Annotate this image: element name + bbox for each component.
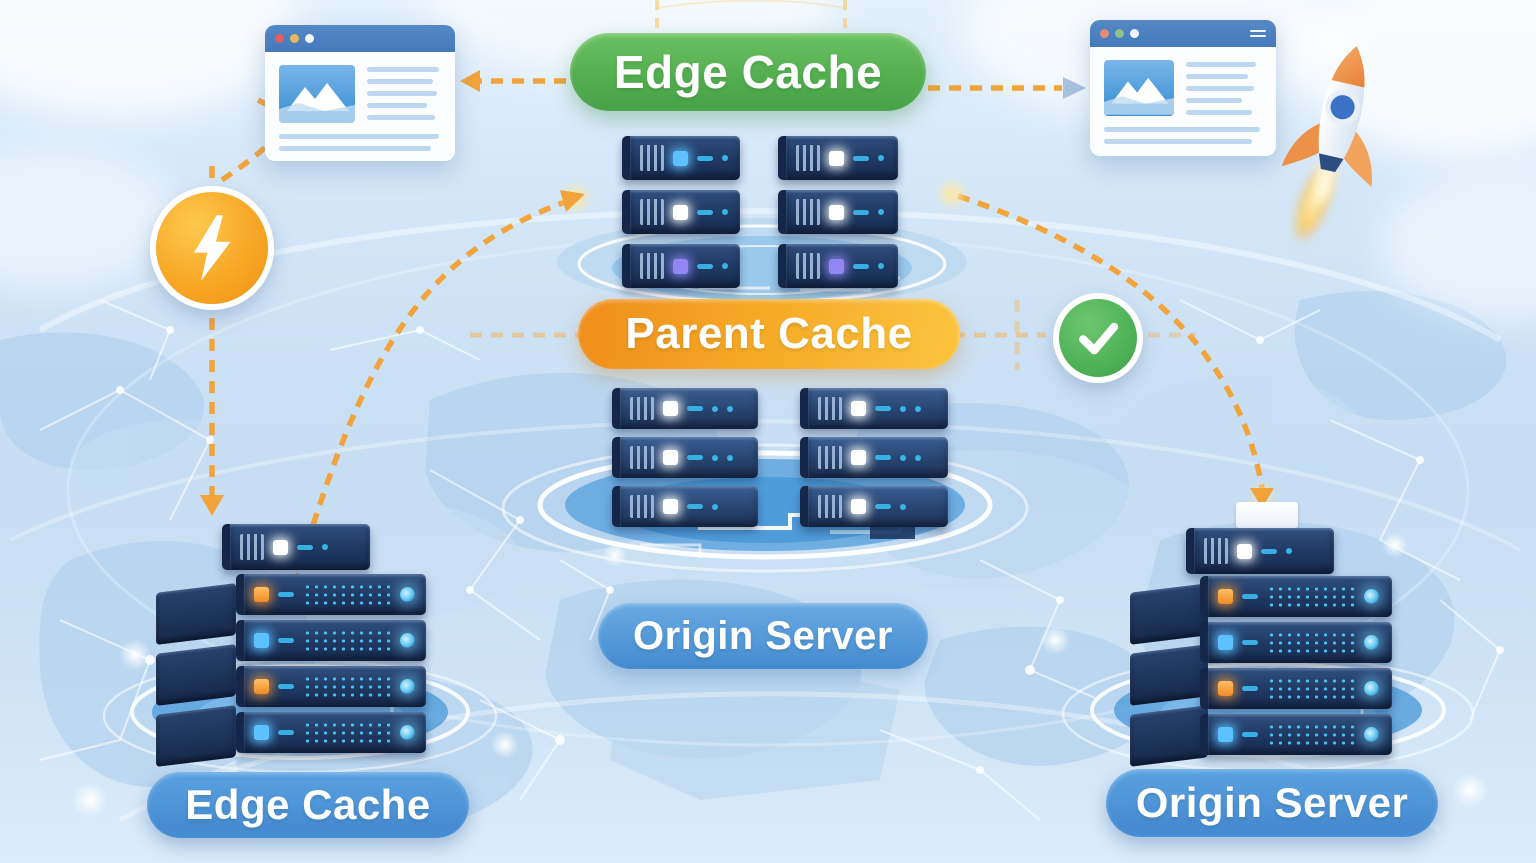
server-led [1218,681,1233,696]
origin-server-pill-bottom: Origin Server [1106,769,1438,837]
led-matrix [303,583,391,606]
network-nodes [116,326,1504,774]
edge-cache-pill-bottom: Edge Cache [147,772,469,838]
edge-cache-pill-top: Edge Cache [570,33,926,111]
server-led [663,499,678,514]
window-dot-yellow [290,34,299,43]
server-led [673,258,688,274]
origin-server-pill-mid: Origin Server [598,603,928,669]
parent-cache-pill: Parent Cache [578,299,960,369]
check-icon [1053,293,1143,383]
window-dot-white [1130,29,1139,38]
browser-window-right-icon [1090,20,1276,156]
menu-lines-icon [1250,30,1266,37]
edge-rack-back-column [156,583,236,767]
server-led [673,150,688,166]
cable-connector [1236,502,1298,528]
browser-titlebar [265,25,455,52]
server-led [254,725,269,740]
parent-cache-server-stack-right [778,136,898,288]
edge-cache-rack [236,574,426,753]
origin-rack-back-column [1130,583,1208,767]
server-led [829,258,844,274]
image-placeholder-icon [279,65,355,123]
server-led [829,204,844,220]
server-led [1218,635,1233,650]
text-lines [279,134,441,151]
server-vent [640,145,664,171]
image-placeholder-icon [1104,60,1174,116]
arrowheads [200,70,1274,516]
server-led [254,633,269,648]
window-dot-red [275,34,284,43]
network-mesh [39,299,1502,821]
server-led [1218,727,1233,742]
server-led [663,401,678,416]
text-lines [367,65,441,123]
server-led [829,150,844,166]
server-led [663,450,678,465]
window-dot-red [1100,29,1109,38]
window-dot-green [1115,29,1124,38]
server-led [1237,543,1252,559]
server-led [254,587,269,602]
text-lines [1104,127,1262,144]
server-led [851,499,866,514]
server-led [673,204,688,220]
window-dot-white [305,34,314,43]
server-led [851,401,866,416]
server-led [273,539,288,555]
edge-rack-top-unit [222,524,370,570]
origin-rack-top-unit [1186,528,1334,574]
text-lines [1186,60,1262,116]
server-led [254,679,269,694]
browser-window-left-icon [265,25,455,161]
origin-server-stack-left [612,388,758,527]
origin-server-rack [1200,576,1392,755]
lightning-icon [150,186,274,310]
rocket-icon [1239,26,1435,274]
server-led [851,450,866,465]
status-lamp [400,587,415,602]
browser-titlebar [1090,20,1276,47]
server-led [1218,589,1233,604]
origin-server-stack-right [800,388,948,527]
parent-cache-server-stack-left [622,136,740,288]
